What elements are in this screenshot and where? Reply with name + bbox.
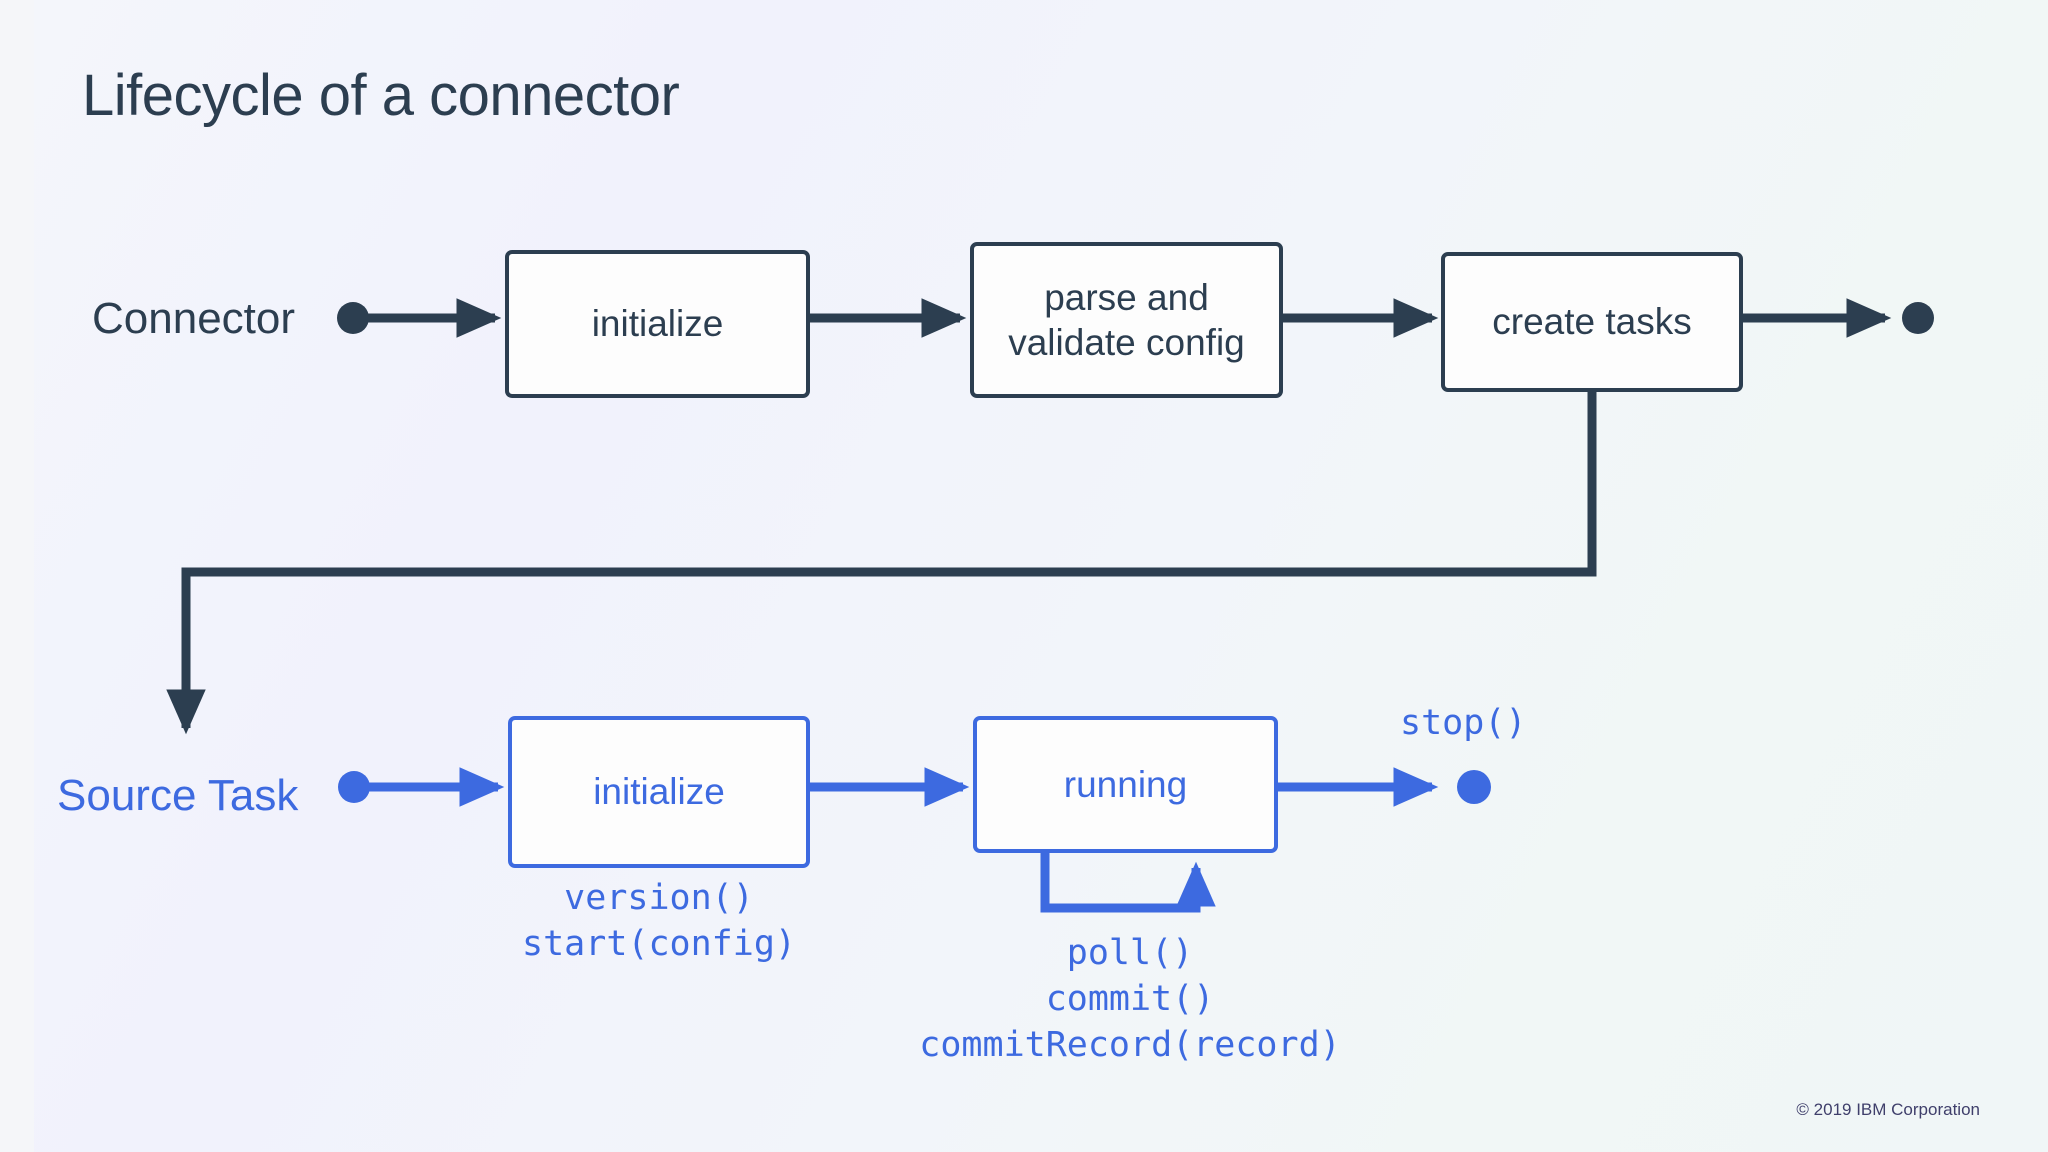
annotation-running-methods: poll() commit() commitRecord(record) (919, 933, 1341, 1066)
connector-end-dot (1902, 302, 1934, 334)
source-task-row-label: Source Task (57, 771, 299, 820)
node-connector-create-tasks-label: create tasks (1492, 301, 1692, 343)
page-title: Lifecycle of a connector (82, 63, 680, 128)
node-task-initialize-label: initialize (593, 771, 725, 813)
source-task-end-dot (1457, 770, 1491, 804)
node-connector-parse-validate-label: parse and validate config (1008, 276, 1245, 363)
node-task-running[interactable]: running (973, 716, 1278, 853)
node-connector-create-tasks[interactable]: create tasks (1441, 252, 1743, 392)
arrow-create-tasks-to-source-task (166, 392, 1597, 735)
arrow-running-self-loop (1040, 853, 1216, 913)
copyright-footer: © 2019 IBM Corporation (1796, 1100, 1980, 1119)
node-task-initialize[interactable]: initialize (508, 716, 810, 868)
node-task-running-label: running (1063, 763, 1188, 805)
connector-row-label: Connector (92, 294, 296, 343)
node-connector-parse-validate[interactable]: parse and validate config (970, 242, 1283, 398)
annotation-initialize-methods: version() start(config) (522, 878, 796, 965)
node-connector-initialize-label: initialize (591, 303, 724, 345)
node-connector-initialize[interactable]: initialize (505, 250, 810, 398)
annotation-stop-label: stop() (1400, 703, 1527, 743)
